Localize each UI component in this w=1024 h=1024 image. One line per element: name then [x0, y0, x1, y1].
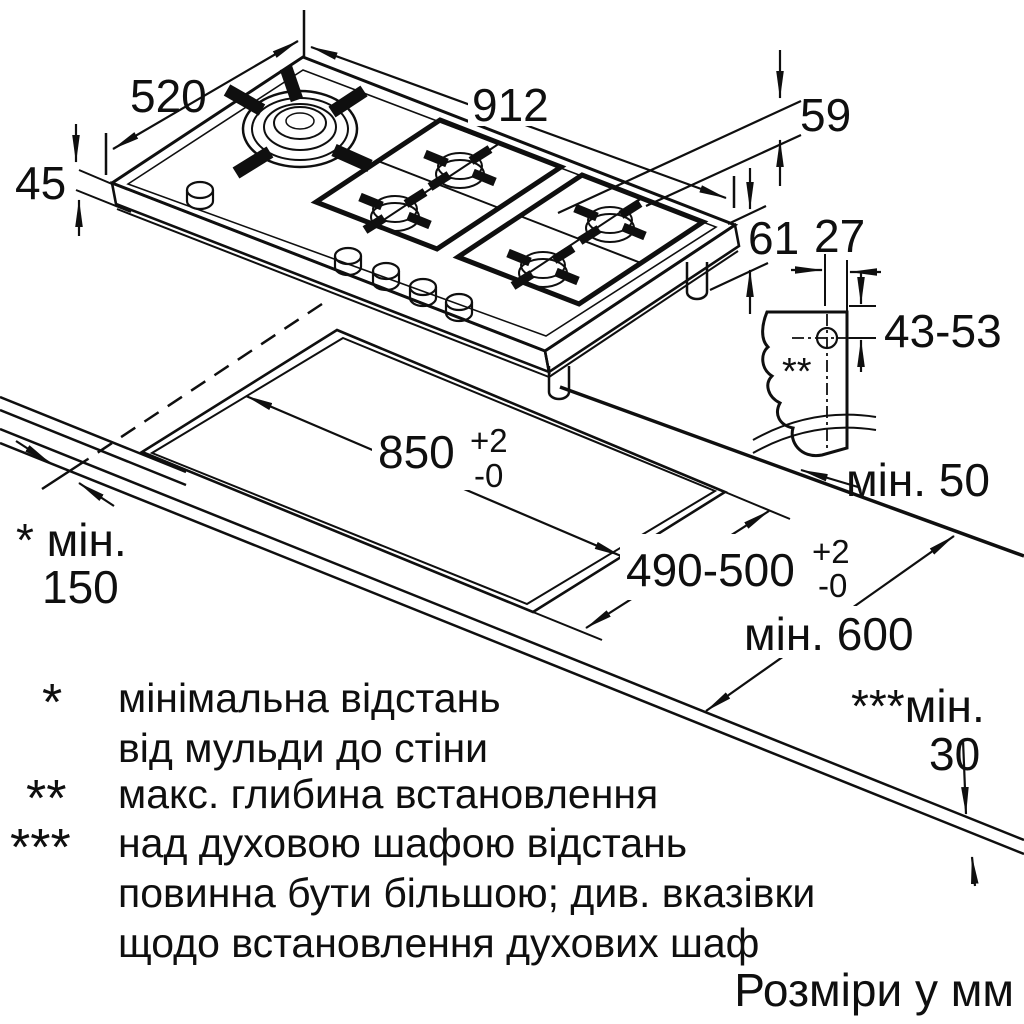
dim-arrow-min150-a [15, 440, 51, 464]
dim-850-tol-minus: -0 [474, 457, 503, 494]
dim-45-extension-lines [75, 169, 132, 213]
dim-59-extension-lines [557, 100, 802, 214]
footnote-line-3c: щодо встановлення духових шаф [118, 920, 759, 966]
hob-dimensions: 520 912 45 59 61 [15, 10, 851, 314]
dim-arrow-min30-up [970, 856, 979, 887]
burner-3 [573, 199, 647, 245]
wok-burner [223, 65, 373, 179]
burner-2-pedestal [370, 202, 420, 232]
cutout-dimensions: 850 +2 -0 490-500 +2 -0 мін. 600 мін. 50… [15, 394, 990, 887]
footnotes: * мінімальна відстань від мульди до стін… [10, 674, 1014, 1016]
hob-leg-right [685, 262, 709, 301]
break-lines [752, 413, 877, 454]
worktop-front-edge-top [0, 427, 1024, 842]
burner-4 [506, 244, 580, 290]
wok-cap-top [285, 112, 315, 130]
burner-3-cap [587, 206, 633, 234]
dim-min50-label: мін. 50 [846, 454, 990, 506]
cutout-front-edge-extension [532, 611, 603, 641]
wok-pan-supports [223, 65, 373, 179]
burner-3-pedestal [585, 213, 635, 243]
burner-4-pedestal [518, 258, 568, 288]
dim-arrow-min150-b [78, 482, 115, 507]
dim-min600-label-bg [738, 606, 930, 658]
dim-min150-label: * мін. [16, 514, 127, 566]
dim-45-label: 45 [15, 157, 66, 209]
hob-front-left-face [110, 180, 551, 375]
footnote-line-1b: від мульди до стіни [118, 725, 488, 771]
wall-edge-line-1 [0, 395, 187, 474]
dim-59-label: 59 [800, 89, 851, 141]
dim-min30-label: ***мін. [851, 680, 985, 732]
dim-850-tol-plus: +2 [470, 422, 508, 459]
footnote-star-2: ** [26, 770, 66, 828]
dim-27-label: 27 [814, 210, 865, 262]
footnote-line-3b: повинна бути більшою; див. вказівки [118, 870, 815, 916]
burner-4-cap [520, 251, 566, 279]
worktop-back-edge [559, 385, 1024, 558]
units-note: Розміри у мм [734, 964, 1014, 1016]
footnote-star-3: *** [10, 819, 71, 877]
worktop-section-detail: ** 27 43-53 [752, 210, 1002, 458]
dim-min150-value: 150 [42, 561, 119, 613]
dim-61-label: 61 [748, 212, 799, 264]
footnote-line-2: макс. глибина встановлення [118, 771, 658, 817]
footnote-star-1: * [42, 674, 62, 732]
dim-min30-value: 30 [929, 728, 980, 780]
dim-912-label-bg [468, 80, 560, 126]
dim-850-label: 850 [378, 426, 455, 478]
grate-module-right [452, 172, 709, 307]
dim-490-tol-plus: +2 [812, 533, 850, 570]
dim-line-520 [112, 40, 299, 150]
dim-61-extension-lines [709, 205, 769, 291]
dim-490-tol-minus: -0 [818, 567, 847, 604]
hob-frame-lower-line-left [116, 208, 550, 378]
dim-arrow-min30-down [961, 739, 969, 815]
dim-490-500-label: 490-500 [626, 544, 795, 596]
dim-min600-label: мін. 600 [744, 608, 914, 660]
worktop-front-edge-bottom [0, 441, 1024, 856]
wall-edge-line-2 [0, 408, 187, 487]
control-knobs [185, 180, 474, 323]
hob-leg-front [547, 366, 571, 401]
knob [444, 292, 474, 323]
knob [408, 277, 438, 308]
hidden-edge-dashed-line [87, 302, 323, 461]
hob-frame-lower-line-right [548, 250, 739, 378]
knob [371, 261, 401, 292]
dim-912-label: 912 [472, 79, 549, 131]
bracket-mark-label: ** [782, 351, 812, 393]
footnote-line-1a: мінімальна відстань [118, 675, 501, 721]
wok-cap [273, 106, 327, 140]
dim-arrow-min50 [800, 468, 859, 489]
hidden-edge-solid-tail [41, 457, 89, 491]
worktop-lines [0, 302, 1024, 856]
knob [333, 246, 363, 277]
knob [185, 180, 215, 211]
dim-850-label-bg [372, 422, 522, 490]
hob-front-right-face [543, 222, 741, 375]
dim-4353-label: 43-53 [884, 305, 1002, 357]
worktop-section-shape [761, 310, 849, 458]
footnote-line-3a: над духовою шафою відстань [118, 820, 687, 866]
cutout-back-edge-extension [724, 491, 791, 520]
dim-520-label: 520 [130, 70, 207, 122]
